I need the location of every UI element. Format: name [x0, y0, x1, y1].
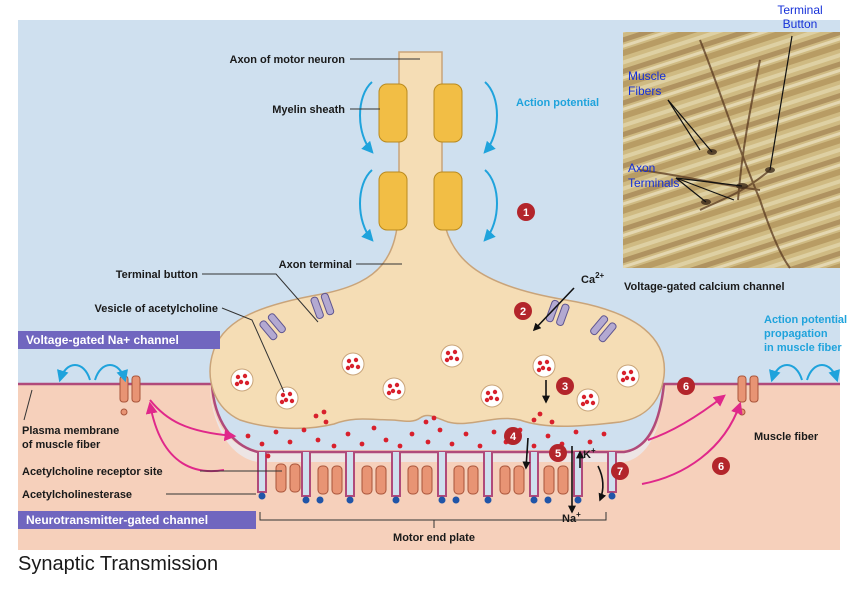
neurotransmitter-gated-channels	[275, 463, 569, 495]
junctional-folds	[257, 452, 617, 497]
muscle-ap-arrows	[57, 364, 840, 383]
step-5-marker	[549, 444, 567, 462]
action-potential-arrows	[359, 81, 498, 242]
step-5-label: 5	[555, 448, 561, 460]
label-leader-lines	[23, 58, 607, 528]
step-2-label: 2	[520, 306, 526, 318]
voltage-gated-na-channel-label: Voltage-gated Na+ channel	[26, 333, 179, 347]
plasma-membrane-label-line2: of muscle fiber	[22, 439, 101, 451]
figure-caption: Synaptic Transmission	[18, 553, 219, 575]
ap-propagation-label-line2: propagation	[764, 328, 828, 340]
motor-end-plate-label: Motor end plate	[393, 532, 475, 544]
na-ion-label: Na+	[562, 510, 581, 525]
myelin-sheath	[378, 83, 463, 231]
neurotransmitter-gated-channel-label: Neurotransmitter-gated channel	[26, 513, 208, 527]
step-7-marker	[611, 462, 629, 480]
acetylcholine-molecules	[245, 409, 607, 459]
step-4-label: 4	[510, 431, 517, 443]
photo-terminal-button-line2: Button	[783, 17, 818, 31]
k-ion-label: K+	[583, 446, 596, 461]
step-3-marker	[556, 377, 574, 395]
voltage-gated-na-channel-banner	[18, 331, 220, 349]
plasma-membrane-label-line1: Plasma membrane	[22, 425, 119, 437]
step-6b-label: 6	[718, 461, 724, 473]
step-6a-marker	[677, 377, 695, 395]
step-1-marker	[517, 203, 535, 221]
acetylcholine-vesicles	[230, 344, 640, 412]
photo-axon-terminals-line1: Axon	[628, 161, 655, 175]
process-arrows	[522, 287, 607, 514]
neurotransmitter-gated-channel-banner	[18, 511, 256, 529]
terminal-button-label: Terminal button	[116, 269, 199, 281]
ca-label: Ca2+	[581, 271, 605, 286]
photo-terminal-button-line1: Terminal	[777, 3, 822, 17]
axon-terminal-shape	[209, 51, 666, 430]
action-potential-label: Action potential	[516, 97, 599, 109]
acetylcholinesterase-enzymes	[258, 492, 616, 504]
step-4-marker	[504, 427, 522, 445]
axon-of-motor-neuron-label: Axon of motor neuron	[230, 54, 346, 66]
synaptic-cleft	[210, 385, 666, 462]
step-7-label: 7	[617, 466, 623, 478]
photo-axon-terminals-line2: Terminals	[628, 176, 679, 190]
ap-propagation-label-line1: Action potential	[764, 314, 847, 326]
local-current-arrows	[145, 394, 743, 485]
acetylcholinesterase-label: Acetylcholinesterase	[22, 489, 132, 501]
photo-muscle-fibers-line2: Fibers	[628, 84, 661, 98]
step-3-label: 3	[562, 381, 568, 393]
micrograph-inset	[623, 32, 840, 269]
photo-muscle-fibers-line1: Muscle	[628, 69, 666, 83]
acetylcholine-receptor-site-label: Acetylcholine receptor site	[22, 466, 163, 478]
step-1-label: 1	[523, 207, 529, 219]
voltage-gated-calcium-channels	[259, 292, 617, 343]
muscle-fiber-label: Muscle fiber	[754, 431, 819, 443]
axon-terminal-label: Axon terminal	[279, 259, 352, 271]
step-6b-marker	[712, 457, 730, 475]
myelin-sheath-label: Myelin sheath	[272, 104, 345, 116]
step-markers: 1 2 3 4 5 6 6 7	[504, 203, 730, 480]
ap-propagation-label-line3: in muscle fiber	[764, 342, 842, 354]
step-2-marker	[514, 302, 532, 320]
step-6a-label: 6	[683, 381, 689, 393]
voltage-gated-calcium-channel-label: Voltage-gated calcium channel	[624, 281, 785, 293]
vesicle-of-acetylcholine-label: Vesicle of acetylcholine	[94, 303, 218, 315]
